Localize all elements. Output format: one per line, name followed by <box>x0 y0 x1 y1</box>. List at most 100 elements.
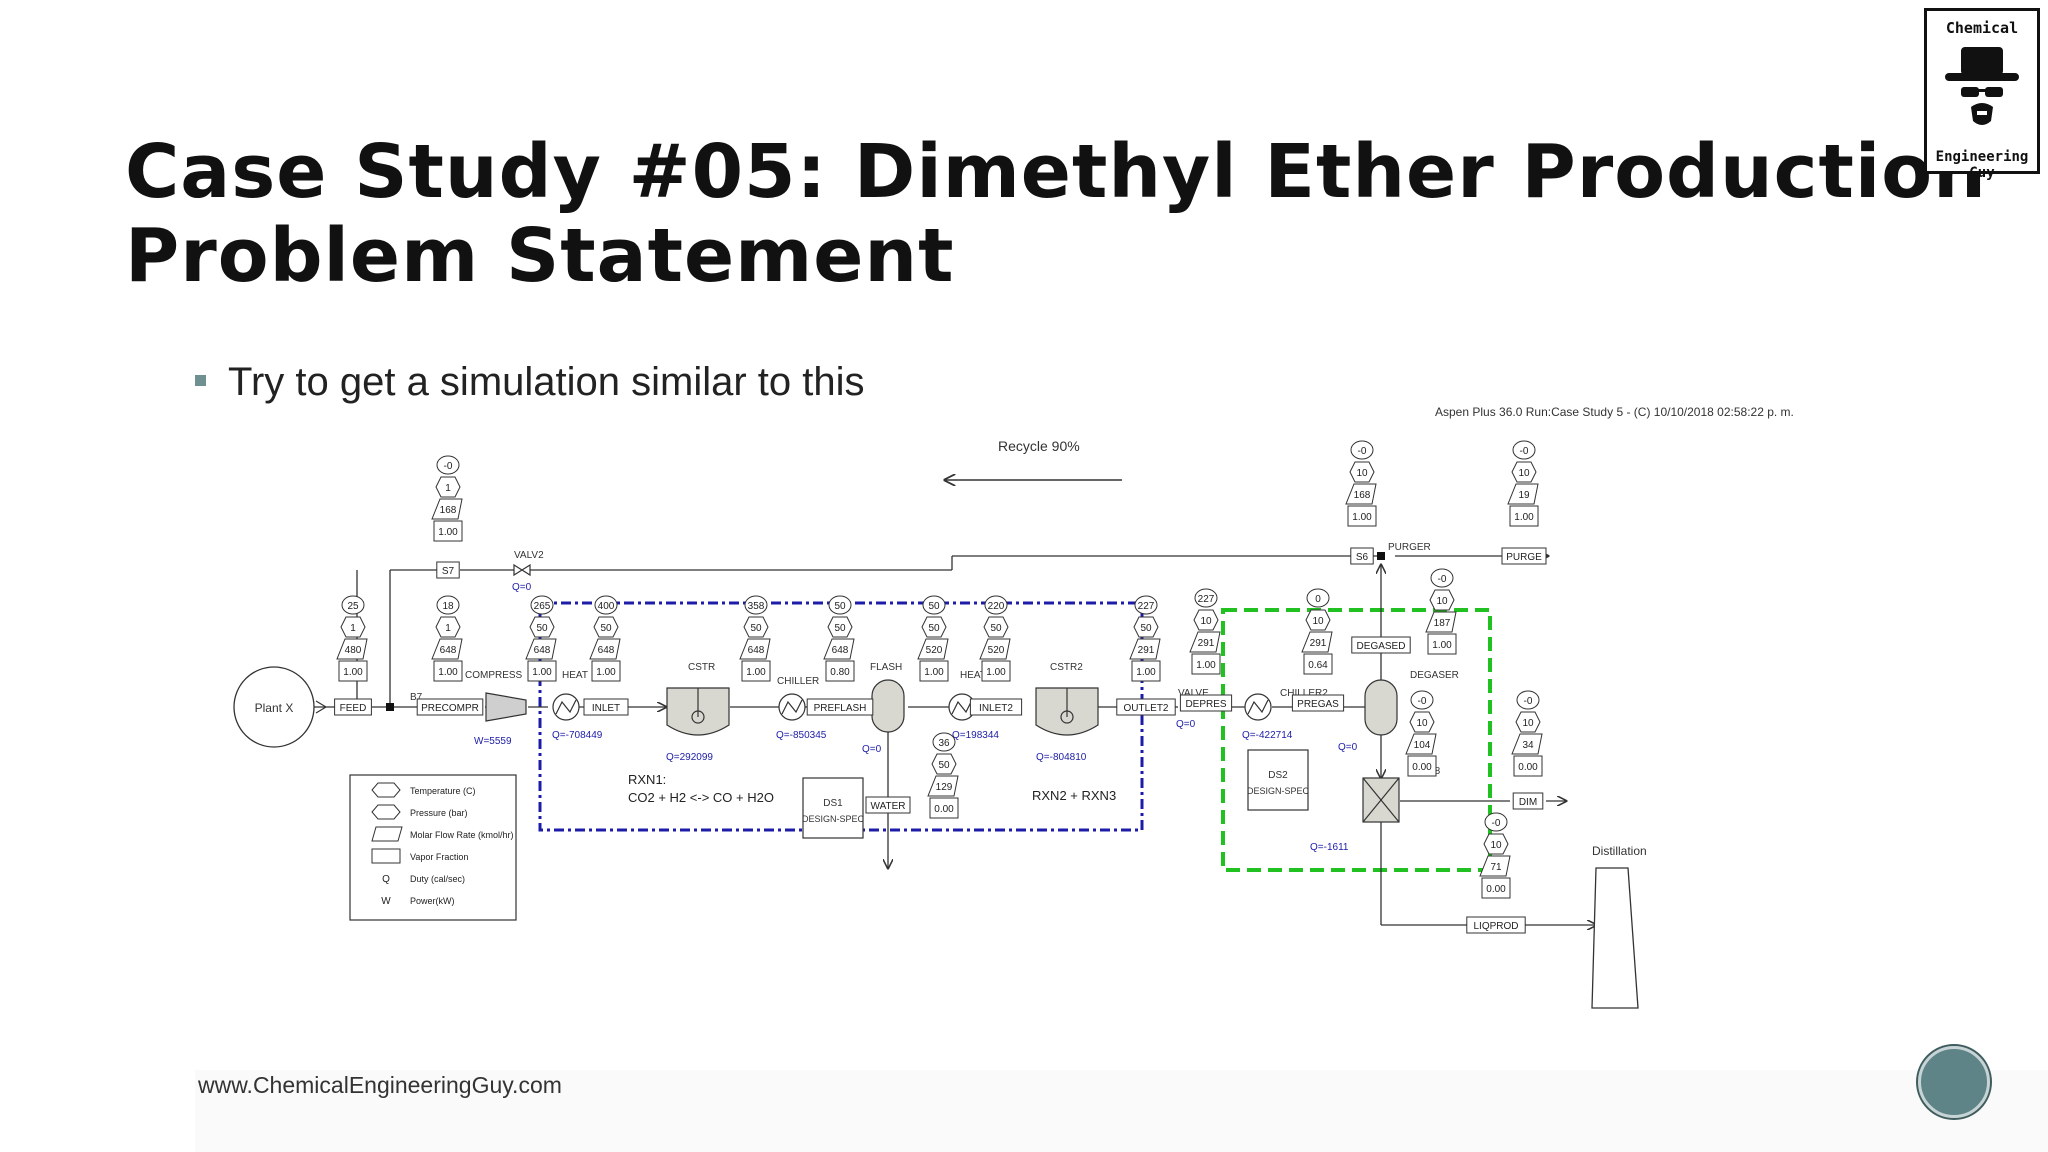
stream-name-box[interactable]: WATER <box>865 796 911 814</box>
stream-tag-value: -0 <box>1520 446 1529 457</box>
compress-duty: W=5559 <box>474 736 512 747</box>
stream-name-box[interactable]: PREGAS <box>1291 694 1345 712</box>
stream-name-box[interactable]: INLET <box>583 698 629 716</box>
stream-tag-shape <box>1513 755 1543 777</box>
stream-name-box[interactable]: PRECOMPR <box>416 698 484 716</box>
degaser-block[interactable] <box>1364 679 1398 736</box>
stream-name-box[interactable]: DEGASED <box>1351 636 1411 654</box>
title-line-2: Problem Statement <box>125 213 955 299</box>
stream-tag-value: 1.00 <box>986 667 1006 678</box>
next-slide-button[interactable] <box>1918 1046 1990 1118</box>
purger-splitter[interactable] <box>1377 552 1385 560</box>
stream-tag-value: 50 <box>990 623 1002 634</box>
stream-tag-value: 520 <box>926 645 943 656</box>
stream-tag-shape <box>1427 633 1457 655</box>
valv2-label: VALV2 <box>514 550 544 561</box>
stream-name-box[interactable]: PURGE <box>1501 547 1547 565</box>
chiller-zigzag-icon <box>781 699 803 715</box>
stream-name-text: PURGE <box>1506 552 1542 563</box>
stream-tag-shape <box>1194 588 1218 608</box>
ds1-sub: DESIGN-SPEC <box>802 814 865 824</box>
distillation-column[interactable] <box>1591 867 1639 1009</box>
stream-tag-shape <box>338 660 368 682</box>
stream-tag-value: 71 <box>1490 862 1502 873</box>
stream-tag-value: 50 <box>938 760 950 771</box>
purger-label: PURGER <box>1388 542 1431 553</box>
legend-symbol <box>371 826 403 842</box>
stream-tag-shape <box>929 797 959 819</box>
logo: Chemical Engineering Guy <box>1924 8 2040 181</box>
stream-name-box[interactable]: PREFLASH <box>806 698 874 716</box>
stream-name-text: S6 <box>1356 552 1369 563</box>
stream-tag-shape <box>1515 711 1541 733</box>
stream-tag-value: 648 <box>440 645 457 656</box>
legend-symbol-text: Q <box>382 874 390 885</box>
stream-name-rect <box>416 698 484 716</box>
stream-tag-value: 1.00 <box>532 667 552 678</box>
stream-tag-shape <box>1350 440 1374 460</box>
stream-name-box[interactable]: DEPRES <box>1179 694 1233 712</box>
legend-label: Power(kW) <box>410 896 455 906</box>
stream-tag-value: 0.00 <box>1518 762 1538 773</box>
stream-name-text: FEED <box>340 703 367 714</box>
mixer-b7[interactable] <box>386 703 394 711</box>
stream-tag-value: 291 <box>1310 638 1327 649</box>
stream-name-box[interactable]: INLET2 <box>969 698 1023 716</box>
stream-name-box[interactable]: DIM <box>1512 792 1544 810</box>
ds2-design-spec[interactable] <box>1247 749 1309 811</box>
chiller2-label: CHILLER2 <box>1280 688 1328 699</box>
aspen-header: Aspen Plus 36.0 Run:Case Study 5 - (C) 1… <box>1435 405 1794 419</box>
plant-x-label: Plant X <box>255 701 294 715</box>
ds1-design-spec[interactable] <box>802 777 864 839</box>
degaser-label: DEGASER <box>1410 670 1459 681</box>
stream-tag-value: 358 <box>748 601 765 612</box>
stream-name-box[interactable]: S6 <box>1350 547 1374 565</box>
stream-name-rect <box>1466 916 1526 934</box>
legend-box <box>349 774 517 921</box>
stream-tag-value: 50 <box>1140 623 1152 634</box>
stream-tag-shape <box>1479 855 1511 877</box>
stream-tag-value: 0.00 <box>1412 762 1432 773</box>
stream-tag-value: 19 <box>1518 490 1530 501</box>
separation-section-box <box>1221 608 1492 872</box>
stream-tag-value: 1.00 <box>438 527 458 538</box>
recycle-label: Recycle 90% <box>998 438 1080 454</box>
stream-tag-value: 36 <box>938 738 950 749</box>
stream-tag-value: 50 <box>750 623 762 634</box>
compressor-block[interactable] <box>485 692 527 722</box>
stream-tag-shape <box>436 595 460 615</box>
stream-name-box[interactable]: LIQPROD <box>1466 916 1526 934</box>
stream-name-box[interactable]: FEED <box>334 698 372 716</box>
stream-name-rect <box>969 698 1023 716</box>
stream-tag-value: 648 <box>598 645 615 656</box>
stream-name-box[interactable]: S7 <box>436 561 460 579</box>
valv2-icon[interactable] <box>513 563 531 577</box>
stream-tag-value: 0.00 <box>934 804 954 815</box>
stream-name-box[interactable]: OUTLET2 <box>1116 698 1176 716</box>
plant-x-source[interactable] <box>233 666 315 748</box>
stream-name-text: OUTLET2 <box>1123 703 1168 714</box>
stream-tag-value: 291 <box>1198 638 1215 649</box>
footer-band <box>195 1070 2048 1152</box>
flash-drum-block[interactable] <box>871 679 905 733</box>
